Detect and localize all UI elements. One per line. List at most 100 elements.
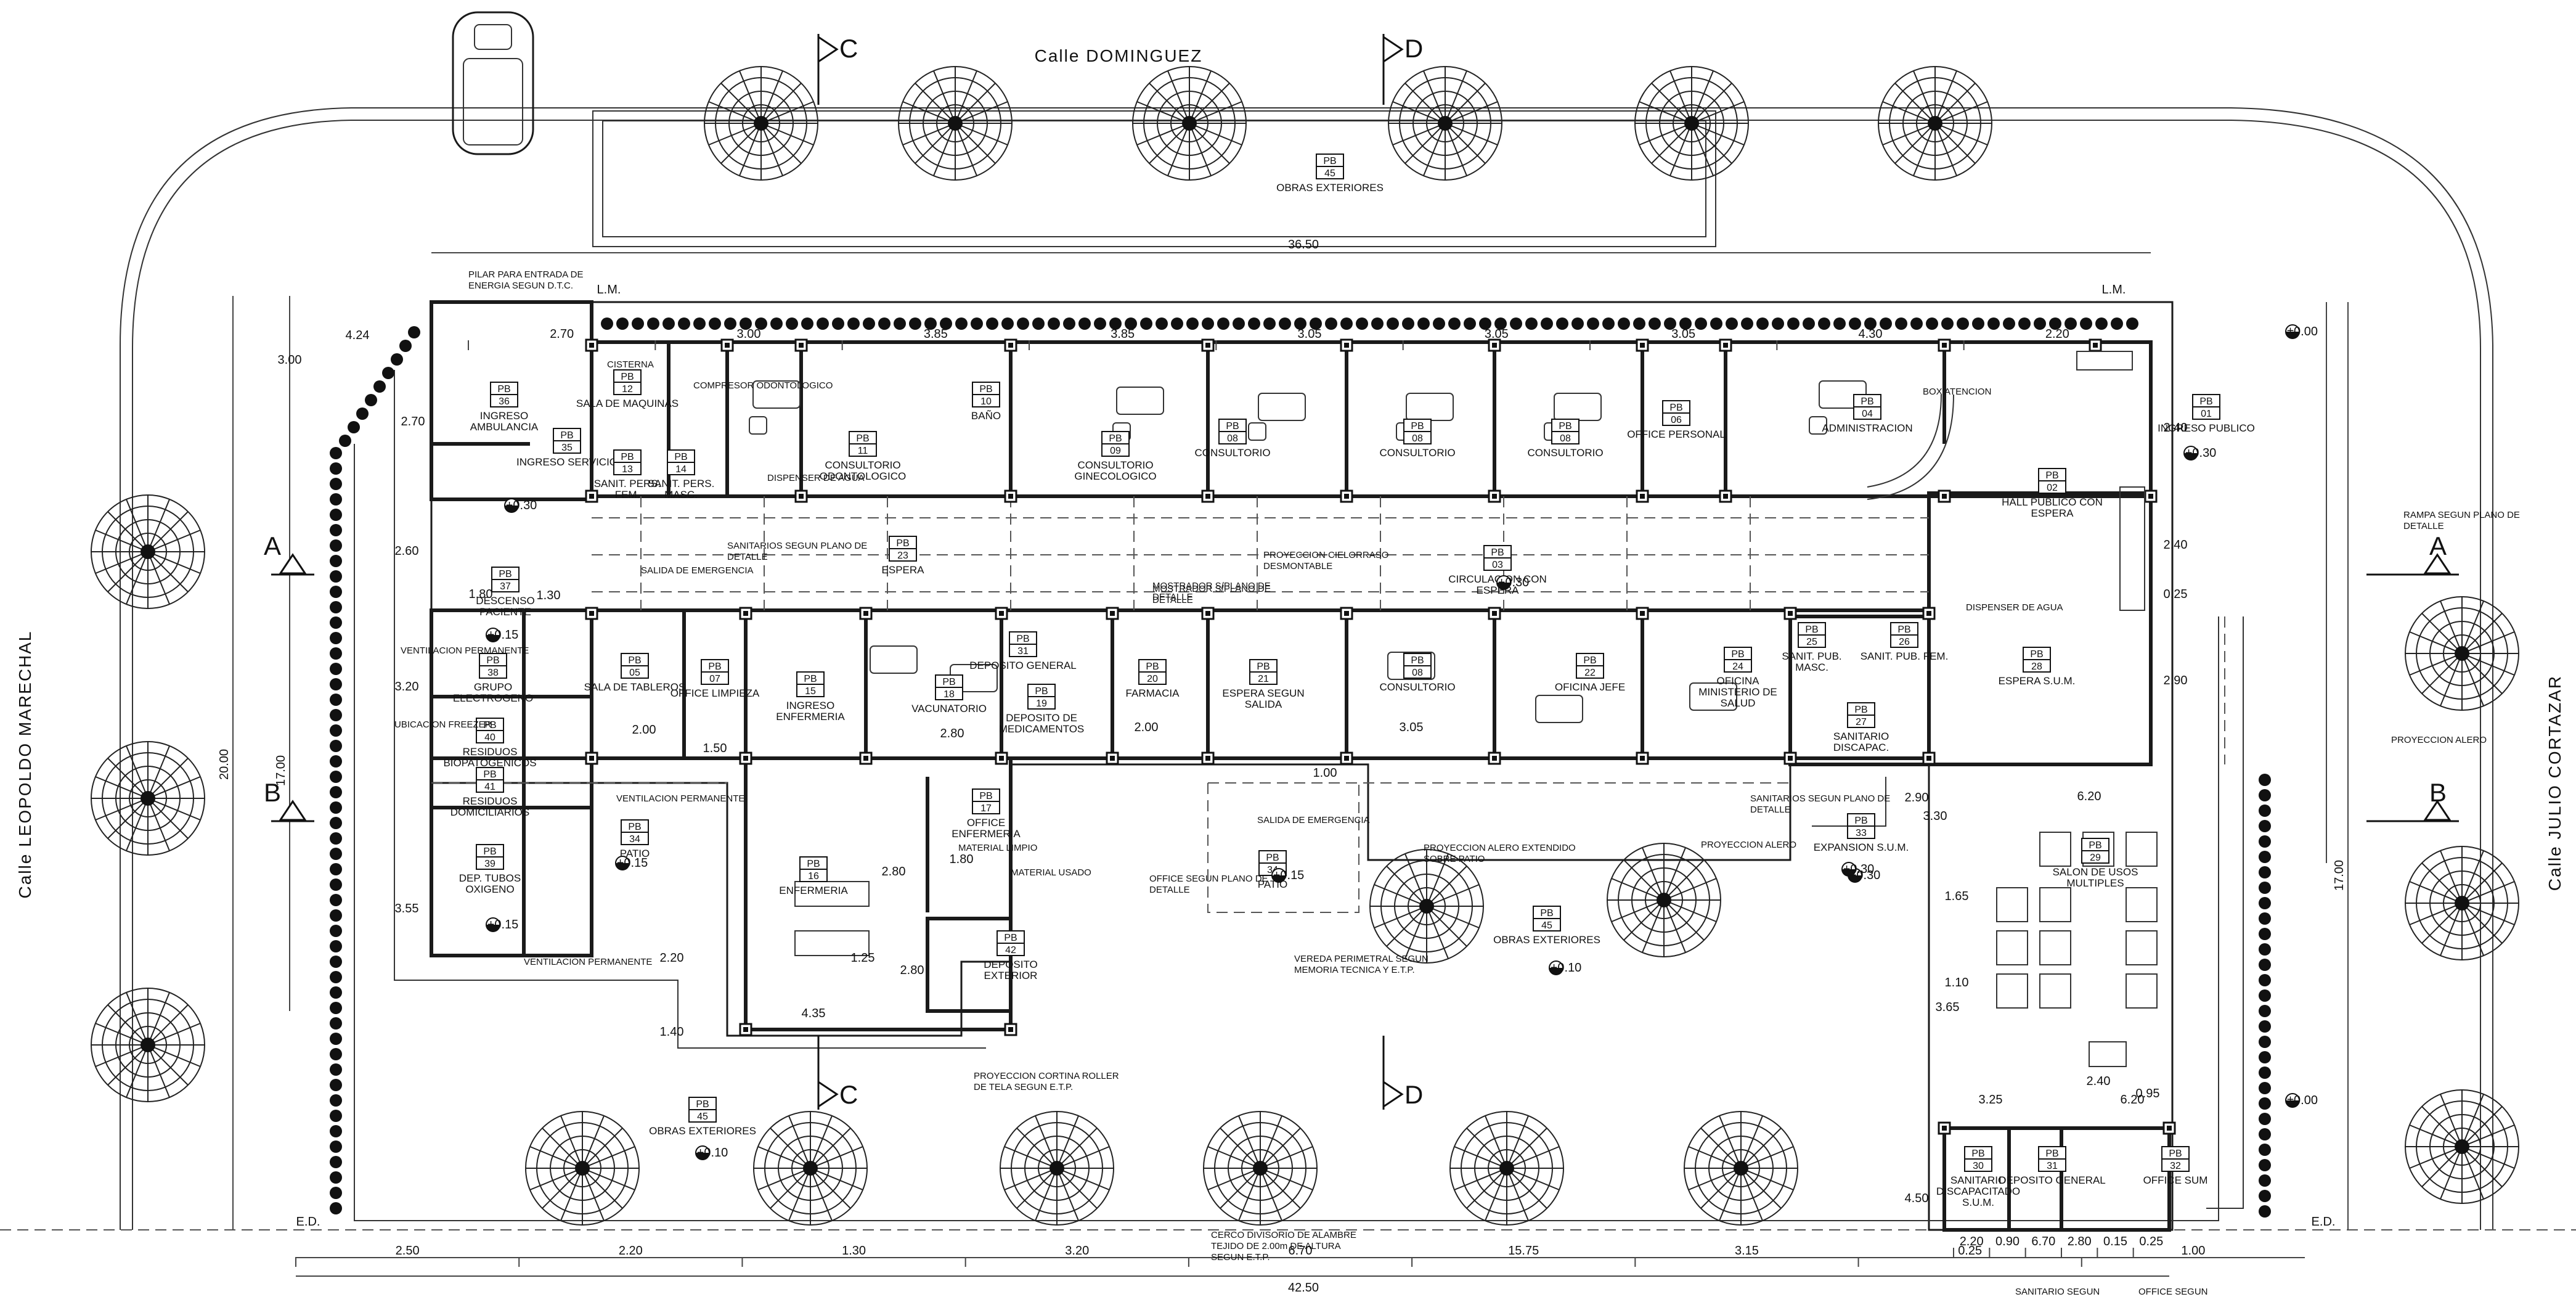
note: VENTILACION PERMANENTE: [401, 645, 529, 656]
room-name-line: ODONTOLOGICO: [820, 470, 906, 482]
hedge-bead: [330, 863, 342, 875]
room-number: 33: [1856, 828, 1867, 838]
room-name-line: HALL PUBLICO CON: [2002, 496, 2103, 508]
hedge-bead: [647, 317, 659, 330]
hedge-bead: [330, 1079, 342, 1091]
svg-text:MOSTRADOR S/PLANO DE: MOSTRADOR S/PLANO DE: [1152, 581, 1271, 591]
walls: [430, 300, 2171, 1232]
room-name-line: ESPERA: [882, 564, 925, 576]
room-number: 42: [1005, 945, 1016, 956]
hedge-bead: [1171, 317, 1183, 330]
room-name-line: ADMINISTRACION: [1822, 422, 1912, 434]
dim-value: 1.25: [851, 951, 875, 965]
hedge-bead: [2259, 959, 2271, 971]
room-name-line: DEPOSITO: [984, 959, 1038, 970]
hedge-bead: [330, 509, 342, 521]
hedge-bead: [678, 317, 690, 330]
hedge-bead: [330, 1048, 342, 1060]
dim-value: 1.80: [469, 588, 493, 601]
hedge-bead: [1356, 317, 1368, 330]
hedge-bead: [330, 925, 342, 937]
hedge-bead: [662, 317, 675, 330]
room-number: 05: [629, 668, 640, 678]
svg-text:VEREDA PERIMETRAL SEGUN: VEREDA PERIMETRAL SEGUN: [1294, 954, 1429, 964]
room-number: 24: [1732, 661, 1743, 672]
level-value: +0.30: [506, 499, 537, 512]
hedge-bead: [878, 317, 891, 330]
dimension-texts: 36.50 42.50 20.00 17.00 17.00: [218, 238, 2346, 1295]
svg-text:PROYECCION ALERO: PROYECCION ALERO: [2391, 735, 2487, 745]
svg-text:PILAR PARA ENTRADA DE: PILAR PARA ENTRADA DE: [468, 269, 583, 280]
hedge-bead: [1063, 317, 1075, 330]
svg-text:L.M.: L.M.: [597, 283, 621, 297]
dim-value: 1.50: [703, 742, 727, 755]
svg-text:DESMONTABLE: DESMONTABLE: [1263, 561, 1332, 571]
room-name-line: SALA DE TABLEROS: [584, 681, 686, 693]
level-mark: +0.30: [1848, 868, 1880, 883]
room-number: 08: [1227, 433, 1238, 444]
hedge-bead: [330, 1033, 342, 1045]
dim-value: 3.15: [1735, 1244, 1759, 1258]
hedge-bead: [1833, 317, 1846, 330]
room-number: 12: [622, 384, 633, 395]
hedge-bead: [330, 1125, 342, 1137]
room-name-line: FARMACIA: [1126, 687, 1180, 699]
room-number: 14: [675, 464, 687, 475]
room-name-line: MEDICAMENTOS: [999, 723, 1085, 735]
room-name-line: SANIT. PERS.: [594, 478, 661, 489]
dim-value: 2.20: [2045, 327, 2069, 341]
room-number: 21: [1258, 674, 1269, 684]
hedge-bead: [330, 586, 342, 598]
room-name-line: GINECOLOGICO: [1074, 470, 1156, 482]
room-code: PB: [560, 430, 573, 441]
room-number: 10: [980, 396, 992, 407]
svg-text:E.D.: E.D.: [296, 1215, 320, 1229]
hedge-bead: [1017, 317, 1029, 330]
room-code: PB: [628, 655, 641, 666]
room-name-line: OFICINA JEFE: [1555, 681, 1625, 693]
dim-value: 0.90: [1995, 1235, 2020, 1248]
room-number: 08: [1560, 433, 1571, 444]
hedge-bead: [940, 317, 952, 330]
level-mark: ±0.00: [2285, 324, 2318, 339]
hedge-bead: [373, 380, 386, 393]
level-value: ±0.00: [2287, 1094, 2318, 1107]
room-code: PB: [1411, 655, 1424, 666]
hedge-bead: [391, 353, 403, 366]
room-code: PB: [804, 674, 817, 684]
hedge-bead: [330, 1156, 342, 1168]
hedge-bead: [382, 367, 394, 379]
dim-west-height: 20.00: [218, 749, 231, 780]
hedge-bead: [1987, 317, 2000, 330]
north-planter: [592, 110, 1716, 247]
dim-value: 3.30: [1923, 809, 1947, 823]
room-name-line: VACUNATORIO: [911, 703, 987, 714]
room-code: PB: [483, 846, 496, 857]
room-name-line: ESPERA SEGUN: [1222, 687, 1304, 699]
hedge-bead: [740, 317, 752, 330]
hedge-bead: [1433, 317, 1445, 330]
svg-text:SANITARIOS SEGUN PLANO DE: SANITARIOS SEGUN PLANO DE: [1750, 793, 1890, 804]
room-name-line: DESCENSO: [476, 595, 534, 607]
room-number: 20: [1147, 674, 1158, 684]
room-number: 45: [1324, 168, 1335, 179]
hedge-bead: [356, 407, 369, 420]
dim-value: 2.80: [940, 727, 964, 740]
hedge-bead: [770, 317, 783, 330]
hedge-bead: [2049, 317, 2061, 330]
hedge-bead: [339, 435, 351, 447]
svg-text:SANITARIO SEGUN: SANITARIO SEGUN: [2015, 1287, 2100, 1297]
